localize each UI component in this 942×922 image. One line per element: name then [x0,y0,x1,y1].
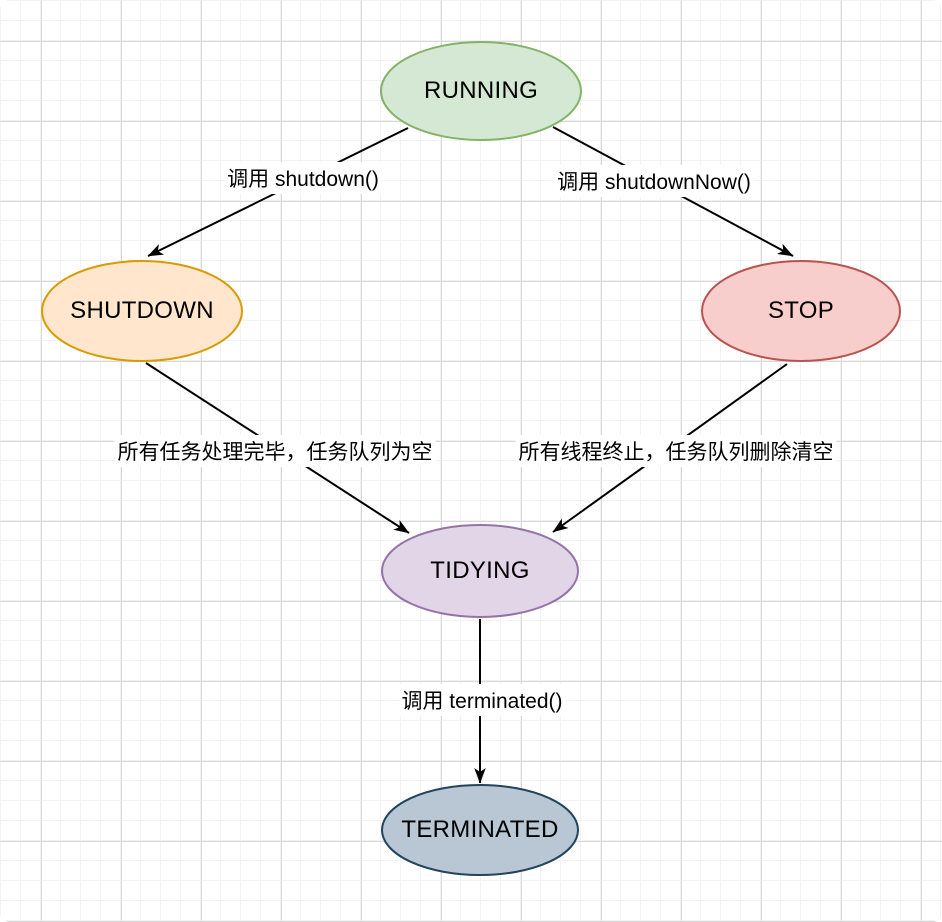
node-label-terminated[interactable]: TERMINATED [401,816,559,843]
edge-label-call-terminated[interactable]: 调用 terminated() [398,684,566,716]
edge-label-threads-terminated-queue-cleared[interactable]: 所有线程终止，任务队列删除清空 [515,435,837,467]
edge-label-tasks-done-queue-empty[interactable]: 所有任务处理完毕，任务队列为空 [114,435,436,467]
node-label-stop[interactable]: STOP [767,297,835,324]
state-node-shutdown[interactable] [41,260,243,362]
node-label-shutdown[interactable]: SHUTDOWN [70,297,214,324]
state-node-stop[interactable] [701,260,901,362]
node-label-running[interactable]: RUNNING [423,77,539,104]
node-label-tidying[interactable]: TIDYING [430,557,530,584]
edge-label-call-shutdownnow[interactable]: 调用 shutdownNow() [554,165,754,197]
state-node-tidying[interactable] [381,524,579,618]
edge-label-call-shutdown[interactable]: 调用 shutdown() [224,162,382,194]
state-node-terminated[interactable] [381,784,579,876]
state-node-running[interactable] [380,41,582,141]
